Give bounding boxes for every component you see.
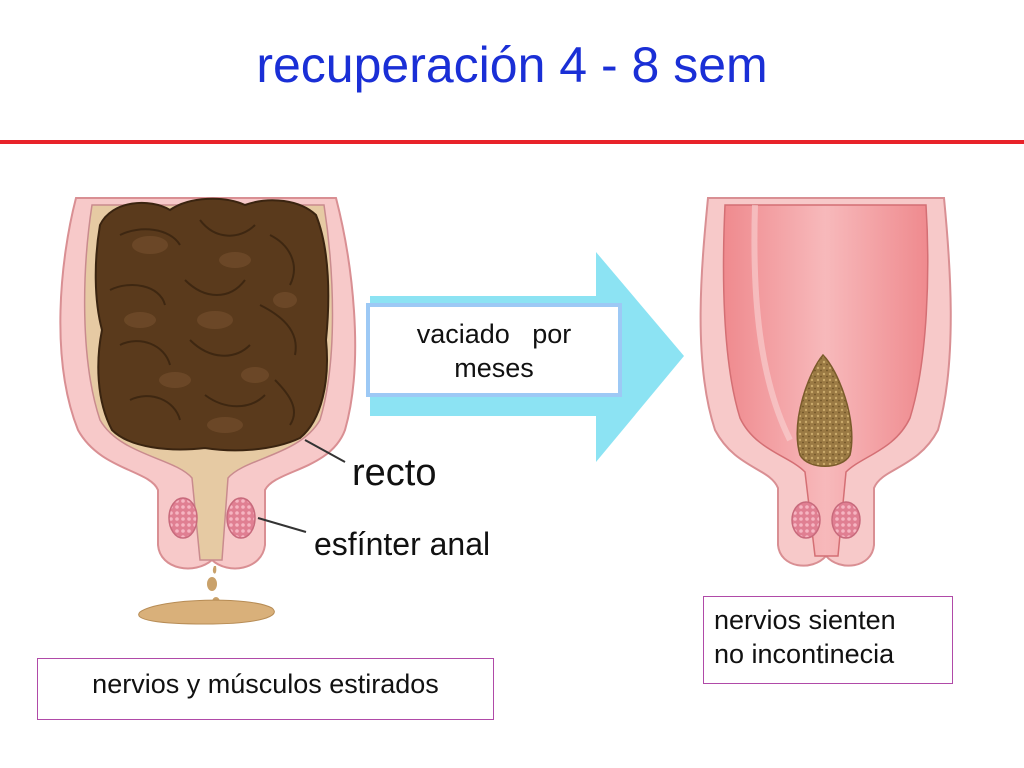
left-caption-text: nervios y músculos estirados — [92, 669, 439, 699]
anal-sphincter-label: esfínter anal — [314, 526, 491, 562]
slide-title: recuperación 4 - 8 sem — [256, 37, 768, 93]
left-caption-box: nervios y músculos estirados — [37, 658, 494, 720]
right-caption-box: nervios sienten no incontinecia — [703, 596, 953, 684]
right-caption-line-2: no incontinecia — [714, 639, 895, 669]
instruction-line-2: meses — [454, 353, 534, 383]
rectum-label: recto — [352, 452, 437, 494]
title-divider — [0, 140, 1024, 144]
rectum-full-illustration — [59, 197, 357, 625]
right-caption-line-1: nervios sienten — [714, 605, 896, 635]
instruction-line-1: vaciado por — [416, 319, 572, 349]
emptying-instruction-box: vaciado por meses — [366, 303, 622, 397]
rectum-normal-illustration — [699, 197, 952, 567]
